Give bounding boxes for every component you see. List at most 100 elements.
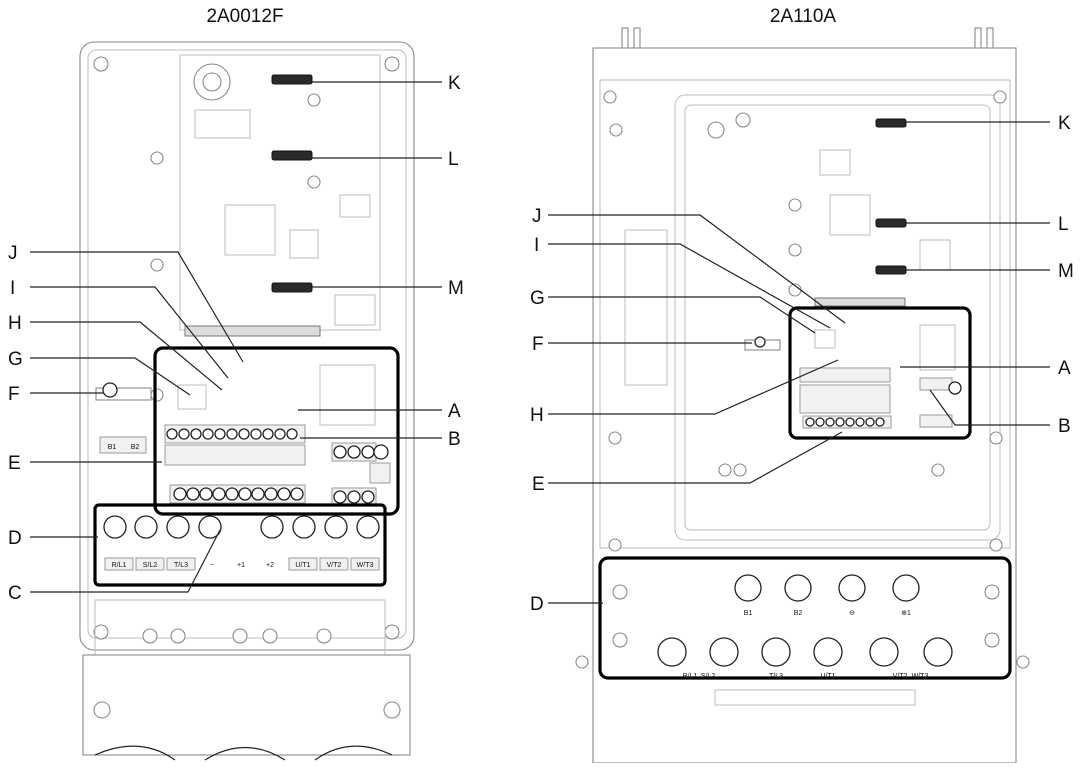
leader-right-i bbox=[548, 243, 831, 329]
left-capacitor-core bbox=[202, 72, 222, 92]
right-block-screw bbox=[984, 632, 1000, 648]
callout-right-k: K bbox=[1058, 113, 1071, 134]
left-b1-label: B1 bbox=[108, 444, 117, 451]
left-tb-screw bbox=[212, 487, 226, 501]
left-conduit-arcs bbox=[94, 745, 393, 761]
left-tb-screw bbox=[250, 428, 262, 440]
left-terminal-board bbox=[153, 346, 400, 516]
right-callouts: K L M J I G F A H B E D bbox=[530, 113, 1074, 615]
left-board-screw-1 bbox=[307, 93, 321, 107]
right-tb-aux-block-2 bbox=[919, 414, 953, 428]
left-tb-screw bbox=[262, 428, 274, 440]
leader-left-i bbox=[30, 286, 229, 379]
right-tb-screw bbox=[805, 417, 815, 427]
right-board-screw bbox=[989, 431, 1003, 445]
leader-left-j bbox=[30, 251, 244, 363]
right-block-screw bbox=[984, 584, 1000, 600]
right-tb-screw bbox=[815, 417, 825, 427]
right-block-screw bbox=[612, 632, 628, 648]
right-mount-hole bbox=[993, 90, 1007, 104]
callout-left-i: I bbox=[10, 278, 15, 299]
right-block-screw bbox=[612, 584, 628, 600]
left-board-screw-4 bbox=[150, 258, 164, 272]
left-term-tag bbox=[288, 557, 318, 571]
left-mount-hole-tl bbox=[93, 56, 109, 72]
left-board-chip-2 bbox=[224, 204, 276, 256]
callout-left-f: F bbox=[8, 384, 20, 405]
left-board-chip-1 bbox=[194, 109, 251, 139]
callout-right-m: M bbox=[1058, 261, 1074, 282]
right-term-t: T/L3 bbox=[769, 673, 783, 680]
left-power-screw bbox=[198, 515, 222, 539]
left-bottom-screw bbox=[316, 628, 332, 644]
right-tb-screw bbox=[845, 417, 855, 427]
right-drive: 2A110A bbox=[530, 6, 1074, 764]
right-power-screw bbox=[657, 637, 687, 667]
left-mount-hole-br bbox=[384, 624, 400, 640]
callout-left-k: K bbox=[448, 73, 461, 94]
right-connector-m bbox=[875, 265, 907, 275]
left-ground-symbol bbox=[170, 628, 186, 644]
leader-right-j bbox=[548, 214, 846, 324]
left-tb-screw bbox=[186, 487, 200, 501]
left-cover-screw-r bbox=[383, 701, 401, 719]
right-term-b1: B1 bbox=[744, 610, 753, 617]
right-connector-k bbox=[875, 118, 907, 128]
left-mount-hole-tr bbox=[384, 56, 400, 72]
left-pin-header bbox=[184, 325, 321, 337]
right-power-bottom-row: R/L1 S/L2 T/L3 U/T1 V/T2 W/T3 bbox=[657, 637, 953, 680]
left-board-screw-2 bbox=[307, 175, 321, 189]
left-power-screw bbox=[103, 515, 127, 539]
left-connector-k bbox=[271, 74, 313, 85]
right-board-screw bbox=[733, 463, 747, 477]
leader-right-g bbox=[548, 296, 816, 334]
right-tb-screw bbox=[835, 417, 845, 427]
left-bottom-screw bbox=[142, 628, 158, 644]
right-heatsink-frame bbox=[674, 94, 1001, 541]
left-power-screw bbox=[166, 515, 190, 539]
left-term-w: W/T3 bbox=[357, 562, 374, 569]
callout-left-a: A bbox=[448, 401, 461, 422]
right-term-v: V/T2 bbox=[893, 673, 908, 680]
left-mount-hole-bl bbox=[93, 624, 109, 640]
right-power-screw bbox=[869, 637, 899, 667]
callout-left-e: E bbox=[8, 453, 21, 474]
left-term-v: V/T2 bbox=[327, 562, 342, 569]
left-tb-screw bbox=[178, 428, 190, 440]
right-housing-inner bbox=[599, 79, 1011, 549]
left-power-screw bbox=[324, 515, 348, 539]
left-power-screw bbox=[260, 515, 284, 539]
right-terminal-board bbox=[788, 306, 972, 440]
left-tb-connector-strip bbox=[164, 444, 306, 466]
right-power-screw bbox=[761, 637, 791, 667]
callout-right-e: E bbox=[532, 474, 545, 495]
right-term-r: R/L1 bbox=[683, 673, 698, 680]
left-drive-title: 2A0012F bbox=[206, 6, 283, 27]
right-power-screw bbox=[813, 637, 843, 667]
left-tb-screw bbox=[277, 487, 291, 501]
right-term-plus1: ⊕1 bbox=[901, 610, 911, 617]
left-tb-screw bbox=[264, 487, 278, 501]
left-tb-screw bbox=[251, 487, 265, 501]
callout-left-d: D bbox=[8, 528, 22, 549]
left-tb-screw bbox=[166, 428, 178, 440]
right-board-screw bbox=[609, 123, 623, 137]
left-tb-upper-row bbox=[164, 424, 306, 444]
right-pin-header bbox=[814, 297, 906, 307]
left-tb-aux-screw bbox=[361, 445, 375, 459]
callout-right-d: D bbox=[530, 594, 544, 615]
left-tb-aux-screw bbox=[333, 445, 347, 459]
callout-left-j: J bbox=[8, 243, 18, 264]
right-tb-screw bbox=[825, 417, 835, 427]
left-tb-aux-screw bbox=[347, 445, 361, 459]
right-ground-bracket-screw bbox=[754, 336, 766, 348]
left-term-tag bbox=[135, 557, 165, 571]
left-board-chip-4 bbox=[339, 194, 371, 218]
right-power-screw bbox=[709, 637, 739, 667]
left-term-tag bbox=[319, 557, 349, 571]
right-tb-screw bbox=[865, 417, 875, 427]
left-board-screw-3 bbox=[150, 151, 164, 165]
right-power-screw bbox=[734, 574, 762, 602]
right-tb-upper-row bbox=[799, 367, 891, 383]
right-connector-l bbox=[875, 218, 907, 228]
